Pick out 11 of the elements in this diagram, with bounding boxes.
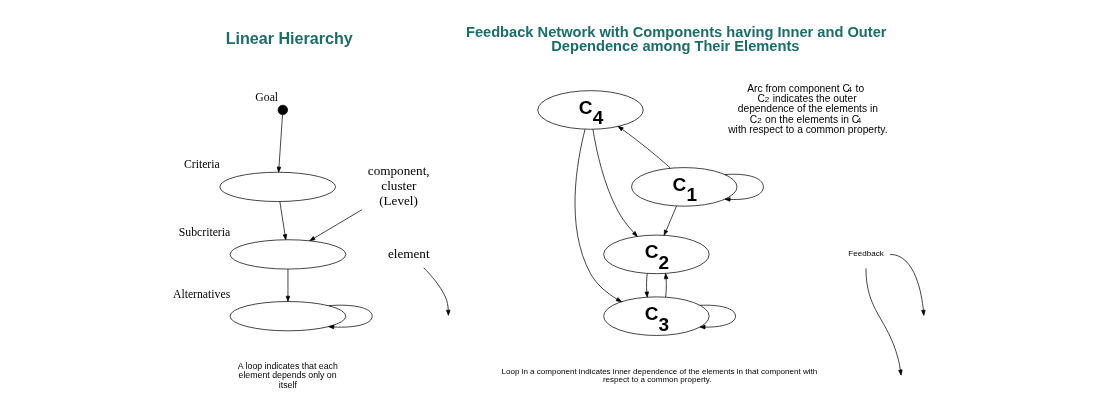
label: Feedback Network with Components having Inner and Outer Dependence among Their Elements <box>465 23 887 55</box>
label: A loop indicates that each element depends only on itself <box>237 360 338 390</box>
node-text: element <box>387 245 430 261</box>
node-label: Alternatives <box>172 287 230 301</box>
label: Loop in a component indicates inner dependence of the elements in that component with respect to a common property. <box>500 366 817 385</box>
node-label: Subcriteria <box>178 225 230 239</box>
node-text: component, cluster (Level) <box>367 163 430 208</box>
node-label: Criteria <box>183 158 220 172</box>
label: Linear Hierarchy <box>225 28 353 47</box>
node-label: Goal <box>254 91 278 105</box>
node-text: Feedback <box>847 249 884 259</box>
